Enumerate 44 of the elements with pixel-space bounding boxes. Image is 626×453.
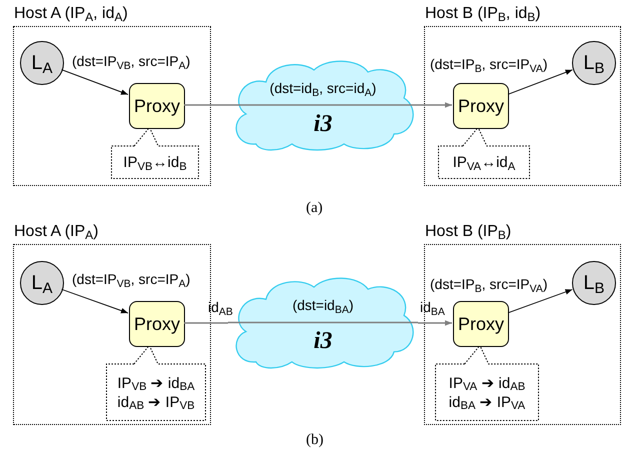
arrow xyxy=(61,288,128,314)
arrow xyxy=(508,289,573,314)
mapping-text: id$_{AB}$ ➔ IP$_{VB}$ xyxy=(117,392,195,412)
node-label: L$_{A}$ xyxy=(31,53,53,73)
edge-label: (dst=IP$_{B}$, src=IP$_{VA}$) xyxy=(430,275,548,293)
node-label: L$_{A}$ xyxy=(31,273,53,293)
mapping-text: IP$_{VB}$↔id$_{B}$ xyxy=(123,153,187,172)
figure-caption: (b) xyxy=(306,432,324,448)
proxy-box xyxy=(453,83,509,129)
host-heading: Host B (IP$_{B}$, id$_{B}$) xyxy=(425,4,541,24)
node-label: Proxy xyxy=(134,315,180,333)
cloud-label: i3 xyxy=(314,329,332,353)
arrow xyxy=(508,69,573,95)
proxy-box xyxy=(453,301,509,347)
cloud-label: i3 xyxy=(314,112,332,136)
proxy-box xyxy=(129,83,185,129)
edge-label: id$_{AB}$ xyxy=(208,298,233,316)
proxy-box xyxy=(129,301,185,347)
callout-note xyxy=(111,129,199,179)
mapping-text: IP$_{VA}$ ➔ id$_{AB}$ xyxy=(448,374,526,392)
mapping-text: IP$_{VA}$↔id$_{A}$ xyxy=(452,153,516,172)
callout-note xyxy=(438,129,530,179)
edge-label: (dst=IP$_{B}$, src=IP$_{VA}$) xyxy=(430,55,548,73)
edge-label: (dst=IP$_{VB}$, src=IP$_{A}$) xyxy=(72,270,190,288)
host-heading: Host A (IP$_{A}$, id$_{A}$) xyxy=(14,4,128,24)
figure-caption: (a) xyxy=(306,200,323,216)
mapping-text: id$_{BA}$ ➔ IP$_{VA}$ xyxy=(448,392,526,412)
callout-note xyxy=(106,347,206,421)
node-label: Proxy xyxy=(458,315,504,333)
edge-label: (dst=IP$_{VB}$, src=IP$_{A}$) xyxy=(72,52,190,70)
host-heading: Host A (IP$_{A}$) xyxy=(14,222,98,242)
arrow xyxy=(61,69,128,95)
arrow xyxy=(418,320,452,326)
network-cloud xyxy=(228,58,418,152)
node-label: Proxy xyxy=(458,97,504,115)
message-label: (dst=id$_{BA}$) xyxy=(292,296,354,314)
callout-note xyxy=(435,347,539,421)
node-label: Proxy xyxy=(134,97,180,115)
message-label: (dst=id$_{B}$, src=id$_{A}$) xyxy=(270,79,376,97)
node-label: L$_{B}$ xyxy=(583,53,605,73)
mapping-text: IP$_{VB}$ ➔ id$_{BA}$ xyxy=(117,374,195,392)
arrow xyxy=(418,102,452,108)
node-label: L$_{B}$ xyxy=(583,273,605,293)
host-heading: Host B (IP$_{B}$) xyxy=(425,222,512,242)
